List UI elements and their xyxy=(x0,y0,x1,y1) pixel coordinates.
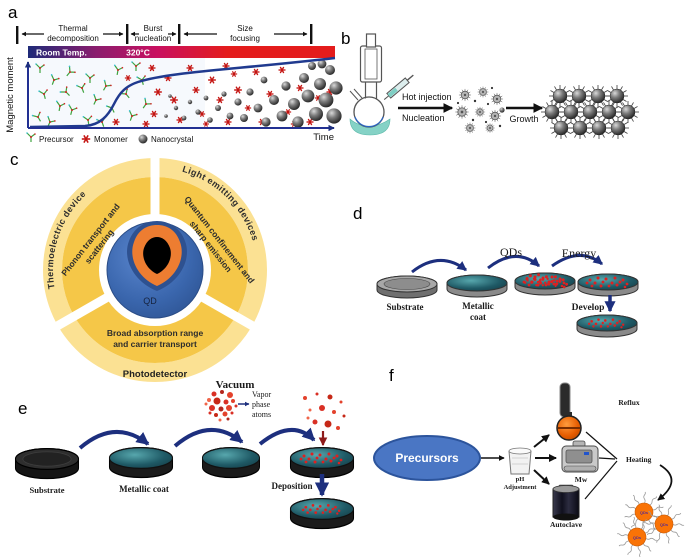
metallic-coat-label: Metallic coat xyxy=(119,484,169,494)
reaction-flask-icon xyxy=(349,33,414,136)
mw-label: Mw xyxy=(575,475,588,484)
microwave-icon xyxy=(561,440,599,473)
autoclave-icon xyxy=(552,484,580,521)
exposed-disk xyxy=(577,273,639,297)
temp-room-label: Room Temp. xyxy=(36,48,87,58)
panel-d-label: d xyxy=(353,204,362,223)
panel-d: d Substrate Metallic coat QDs Energy Dev… xyxy=(353,204,639,338)
nanocrystal-spheres xyxy=(164,59,343,128)
qd-sphere-label: QDs xyxy=(633,535,642,540)
panel-f-label: f xyxy=(389,366,394,385)
inner-label-absorption-line1: Broad absorption range xyxy=(107,328,204,338)
legend-precursor: Precursor xyxy=(39,135,74,144)
legend-monomer: Monomer xyxy=(94,135,128,144)
qds-step-label: QDs xyxy=(500,245,522,259)
panel-a-label: a xyxy=(8,3,18,22)
heating-curved-arrow xyxy=(657,464,673,501)
reflux-flask-icon xyxy=(556,382,582,441)
panel-b-label: b xyxy=(341,29,350,48)
metallic-label-line1: Metallic xyxy=(462,301,493,311)
hot-injection-label: Hot injection xyxy=(402,92,452,102)
precursors-ellipse xyxy=(373,435,481,481)
qd-center-label: QD xyxy=(143,296,157,306)
qd-core-shell-sphere xyxy=(106,221,204,319)
vapor-label-line1: Vapor xyxy=(252,390,271,399)
nuclei-cluster xyxy=(455,87,505,134)
qd-product-cluster: QDs QDs QDs xyxy=(614,492,689,559)
energy-step-label: Energy xyxy=(562,246,596,260)
beaker-icon xyxy=(508,447,532,475)
final-disk xyxy=(289,497,355,530)
substrate-disk xyxy=(376,275,438,299)
temperature-gradient-bar xyxy=(28,46,335,58)
phase-dividers xyxy=(16,24,313,44)
temp-320-label: 320°C xyxy=(126,48,150,58)
panel-c-label: c xyxy=(10,150,19,169)
vapor-falling-dots xyxy=(303,392,346,430)
autoclave-label: Autoclave xyxy=(550,520,583,529)
qd-sphere-label: QDs xyxy=(640,510,649,515)
process-arrows xyxy=(78,427,316,450)
substrate-disk xyxy=(14,447,80,480)
vapor-label-line3: atoms xyxy=(252,410,271,419)
syringe-icon xyxy=(383,74,414,100)
qd-sphere-label: QDs xyxy=(660,522,669,527)
y-axis-label: Magnetic moment xyxy=(5,57,16,133)
legend-nanocrystal: Nanocrystal xyxy=(151,135,193,144)
phase-thermal-line1: Thermal xyxy=(58,24,88,33)
panel-c: c QD Thermoelectric device Light emittin… xyxy=(10,150,267,382)
ring-label-photodetector: Photodetector xyxy=(123,369,188,380)
converging-lines xyxy=(584,431,618,500)
metallic-coat-disk xyxy=(108,446,174,479)
panel-f: f Precursors pH Adjustment Reflux Mw Aut… xyxy=(373,366,689,559)
magnetization-curve xyxy=(29,56,336,129)
growth-label: Growth xyxy=(509,114,538,124)
nucleation-label: Nucleation xyxy=(402,113,445,123)
substrate-label: Substrate xyxy=(386,302,423,312)
coated-disk xyxy=(201,446,261,479)
precursors-label: Precursors xyxy=(395,451,459,465)
nanocrystal-icon xyxy=(138,134,148,144)
panel-e-label: e xyxy=(18,399,27,418)
panel-b: b Hot injection Nucleation Growth xyxy=(341,29,639,139)
ph-label-line1: pH xyxy=(516,476,525,483)
deposition-label: Deposition xyxy=(271,481,312,491)
panel-a: a Thermal decomposition Burst nucleation… xyxy=(5,3,343,144)
ph-label-line2: Adjustment xyxy=(504,484,538,491)
phase-burst-line1: Burst xyxy=(144,24,163,33)
inner-label-absorption-line2: and carrier transport xyxy=(113,339,197,349)
nanocrystal-assembly xyxy=(541,85,639,139)
metallic-label-line2: coat xyxy=(470,312,486,322)
legend: Precursor Monomer Nanocrystal xyxy=(25,131,193,144)
phase-size-line2: focusing xyxy=(230,34,260,43)
reflux-label: Reflux xyxy=(618,398,639,407)
phase-thermal-line2: decomposition xyxy=(47,34,99,43)
vapor-label-line2: phase xyxy=(252,400,271,409)
phase-burst-line2: nucleation xyxy=(135,34,171,43)
x-axis-label: Time xyxy=(313,132,334,143)
route-arrows xyxy=(533,434,557,485)
metallic-coat-disk xyxy=(446,274,508,298)
panel-e: e Vacuum Vapor phase atoms Substrate Met… xyxy=(14,379,355,530)
monomer-icon xyxy=(81,134,91,144)
precursor-icon xyxy=(25,131,37,143)
heating-label: Heating xyxy=(626,455,652,464)
vapor-source-cluster xyxy=(204,390,238,422)
develop-label: Develop xyxy=(572,303,605,313)
substrate-label: Substrate xyxy=(30,485,65,495)
vacuum-label: Vacuum xyxy=(216,379,255,391)
process-arrows xyxy=(411,254,603,274)
phase-size-line1: Size xyxy=(237,24,253,33)
